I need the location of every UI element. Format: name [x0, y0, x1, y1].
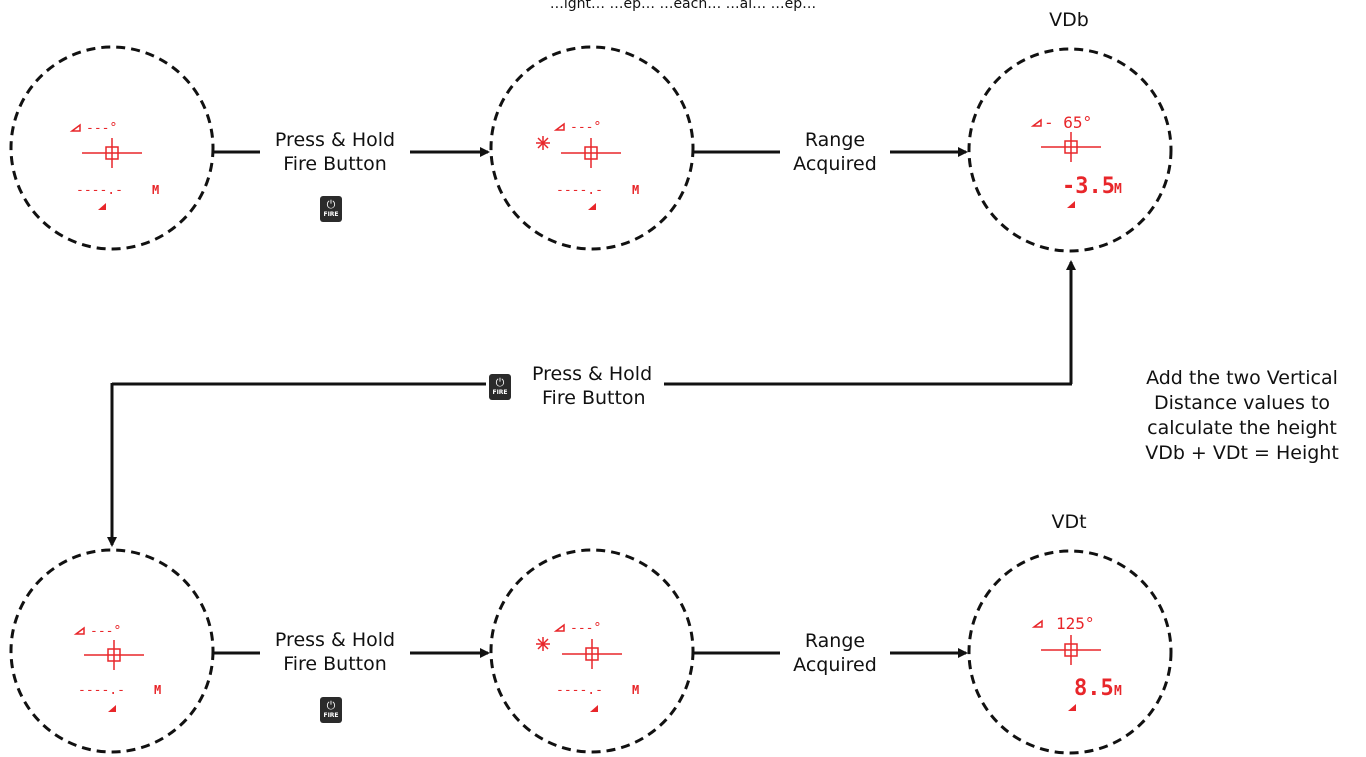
unit-label: M: [632, 683, 639, 697]
step-text-line1: Range: [804, 129, 866, 151]
fire-button-1[interactable]: ⏻ FIRE: [320, 196, 342, 222]
range-readout: ----.-: [76, 183, 123, 198]
range-readout: 8.5: [1074, 676, 1114, 701]
step-text-line2: Fire Button: [283, 653, 387, 675]
height-note: Add the two Vertical Distance values to …: [1124, 366, 1360, 466]
angle-readout: ---°: [86, 121, 117, 136]
angle-indicator-icon: [553, 122, 565, 131]
crosshair-icon: [1041, 635, 1101, 665]
fire-button-loop[interactable]: ⏻ FIRE: [489, 374, 511, 400]
range-readout: ----.-: [78, 683, 125, 698]
range-readout: ----.-: [556, 683, 603, 698]
unit-label: M: [154, 683, 161, 697]
scope-6-vdt: 125° 8.5 M: [967, 549, 1173, 755]
power-icon: ⏻: [326, 699, 336, 712]
crosshair-icon: [84, 640, 144, 670]
note-line2: Distance values to: [1153, 392, 1331, 414]
note-line4: VDb + VDt = Height: [1145, 442, 1339, 464]
angle-readout: - 65°: [1044, 113, 1092, 132]
scope-1-blank: ---° ----.- M: [9, 45, 215, 251]
angle-readout: 125°: [1056, 614, 1095, 633]
unit-label: M: [632, 183, 639, 197]
fire-text: FIRE: [323, 211, 339, 218]
angle-readout: ---°: [570, 621, 601, 636]
signal-icon: [108, 705, 116, 712]
power-icon: ⏻: [326, 198, 336, 211]
step-text-line2: Fire Button: [542, 387, 646, 409]
step-text-line1: Press & Hold: [532, 363, 653, 385]
range-readout: ----.-: [556, 183, 603, 198]
scope-4-blank: ---° ----.- M: [9, 548, 215, 754]
step-text-line2: Acquired: [793, 654, 877, 676]
fire-text: FIRE: [323, 712, 339, 719]
signal-icon: [590, 705, 598, 712]
angle-readout: ---°: [570, 120, 601, 135]
scope-2-ranging: ---° ----.- M: [489, 45, 695, 251]
step-label-press-hold-1: Press & Hold Fire Button: [262, 128, 408, 176]
fire-button-2[interactable]: ⏻ FIRE: [320, 697, 342, 723]
crosshair-icon: [562, 639, 622, 669]
unit-label: M: [152, 183, 159, 197]
angle-indicator-icon: [1030, 118, 1042, 127]
crosshair-icon: [1041, 132, 1101, 162]
laser-burst-icon: [536, 136, 550, 150]
crosshair-icon: [82, 138, 142, 168]
step-text-line2: Acquired: [793, 153, 877, 175]
connector-loop: [107, 260, 1076, 547]
step-label-press-hold-2: Press & Hold Fire Button: [262, 628, 408, 676]
fire-text: FIRE: [492, 389, 508, 396]
angle-indicator-icon: [69, 123, 81, 132]
range-readout: -3.5: [1062, 174, 1115, 199]
scope-5-ranging: ---° ----.- M: [489, 548, 695, 754]
step-label-range-2: Range Acquired: [782, 629, 888, 677]
angle-indicator-icon: [553, 623, 565, 632]
top-caption: …ight… …ep… …each… …al… …ep…: [550, 0, 816, 12]
step-label-range-1: Range Acquired: [782, 128, 888, 176]
angle-indicator-icon: [1031, 619, 1043, 628]
step-text-line2: Fire Button: [283, 153, 387, 175]
vdb-label: VDb: [1049, 9, 1089, 31]
crosshair-icon: [561, 138, 621, 168]
step-text-line1: Press & Hold: [274, 129, 396, 151]
step-text-line1: Press & Hold: [274, 629, 396, 651]
signal-icon: [588, 203, 596, 210]
step-text-line1: Range: [804, 630, 866, 652]
step-label-press-hold-loop: Press & Hold Fire Button: [532, 362, 664, 410]
power-icon: ⏻: [495, 376, 505, 389]
scope-3-vdb: - 65° -3.5 M: [967, 47, 1173, 253]
vdt-label: VDt: [1051, 511, 1086, 533]
angle-indicator-icon: [73, 626, 85, 635]
signal-icon: [1067, 201, 1075, 208]
note-line3: calculate the height: [1147, 417, 1337, 439]
signal-icon: [98, 203, 106, 210]
signal-icon: [1068, 704, 1076, 711]
laser-burst-icon: [536, 637, 550, 651]
unit-label: M: [1114, 182, 1122, 197]
angle-readout: ---°: [90, 624, 121, 639]
note-line1: Add the two Vertical: [1146, 367, 1338, 389]
unit-label: M: [1114, 684, 1122, 699]
